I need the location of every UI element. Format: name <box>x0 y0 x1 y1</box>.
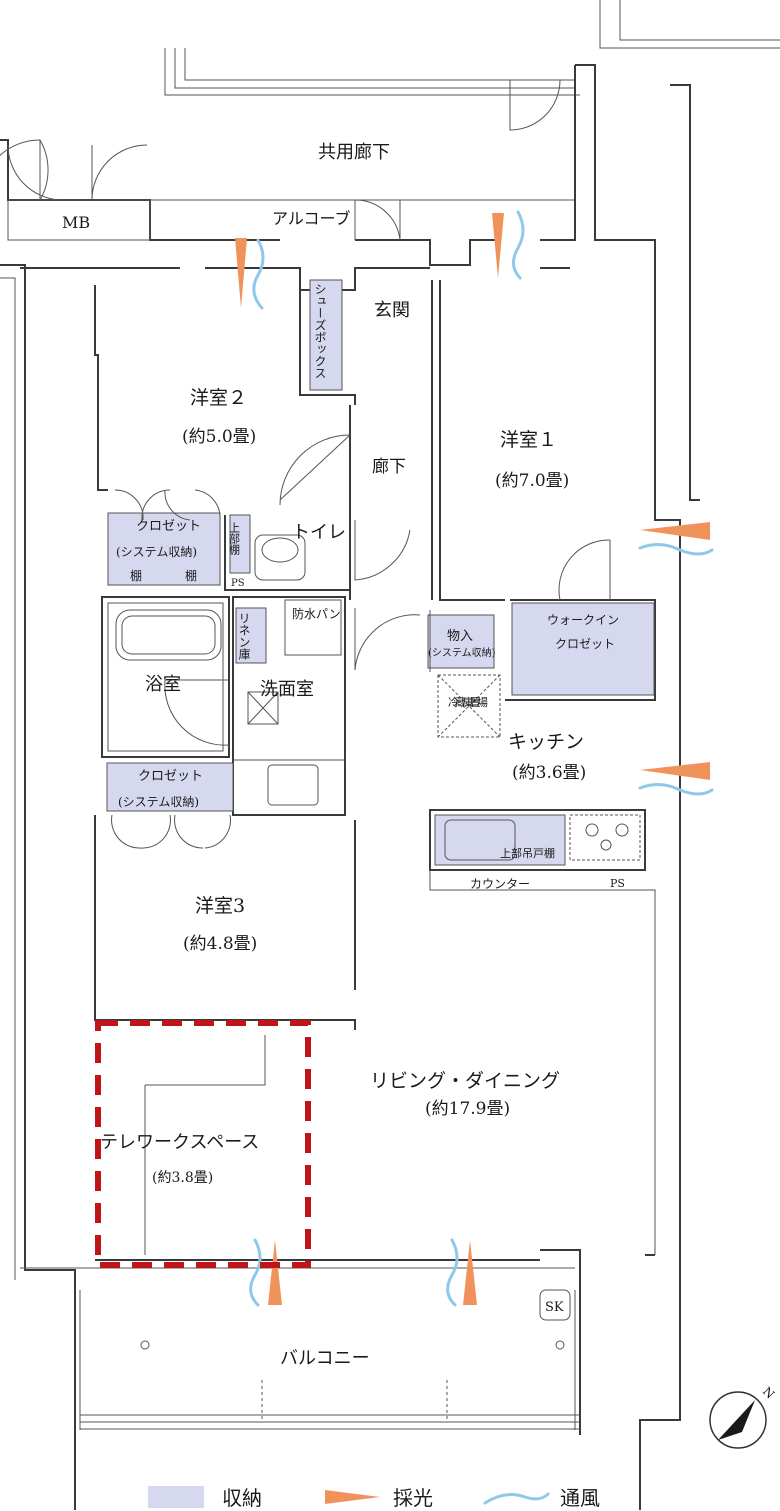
legend-ventilation-icon <box>483 1492 550 1505</box>
legend-light-icon <box>325 1490 380 1504</box>
legend-ventilation-label: 通風 <box>560 1486 600 1510</box>
label-western1: 洋室１ <box>500 429 557 451</box>
label-shoebox: シューズボックス <box>313 283 327 379</box>
label-upper-cabinet: 上部吊戸棚 <box>500 846 555 860</box>
label-waterproof-pan: 防水パン <box>292 606 341 621</box>
legend-storage-label: 収納 <box>222 1486 262 1510</box>
legend-storage-swatch <box>148 1486 204 1508</box>
label-toilet: トイレ <box>292 522 346 543</box>
doors <box>0 79 611 849</box>
label-closet2: クロゼット <box>136 519 201 534</box>
label-kitchen: キッチン <box>508 731 584 753</box>
label-ps2: PS <box>610 877 625 890</box>
label-counter: カウンター <box>470 877 530 891</box>
label-storage-sub: (システム収納) <box>428 646 496 659</box>
label-linen: リネン庫 <box>237 612 251 661</box>
label-hallway: 廊下 <box>372 457 406 477</box>
compass: N <box>709 1384 777 1449</box>
label-closet2-shelf-b: 棚 <box>185 568 197 583</box>
compass-needle-icon <box>718 1400 755 1440</box>
room-labels: 共用廊下 MB アルコーブ 玄関 シューズボックス 洋室２ (約5.0畳) 洋室… <box>62 142 625 1369</box>
label-living-size: (約17.9畳) <box>425 1099 510 1119</box>
label-closet2-sub: (システム収納) <box>116 545 197 559</box>
label-western3-size: (約4.8畳) <box>183 934 257 954</box>
label-alcove: アルコーブ <box>272 209 351 228</box>
label-washroom: 洗面室 <box>260 679 314 700</box>
label-telework-size: (約3.8畳) <box>152 1170 213 1186</box>
fixtures <box>115 534 641 1350</box>
label-telework: テレワークスペース <box>100 1132 259 1153</box>
label-fridge: 冷蔵庫置場 <box>448 695 488 709</box>
label-closet3: クロゼット <box>138 769 203 784</box>
label-kitchen-size: (約3.6畳) <box>512 763 586 783</box>
label-walkin: ウォークイン <box>547 613 619 627</box>
storage-areas <box>106 279 655 866</box>
label-balcony: バルコニー <box>280 1348 370 1369</box>
label-storage: 物入 <box>447 629 473 644</box>
label-corridor-shared: 共用廊下 <box>318 142 390 163</box>
ventilation-indicators <box>249 210 714 1307</box>
label-western2-size: (約5.0畳) <box>182 427 256 447</box>
label-closet2-shelf-a: 棚 <box>130 568 142 583</box>
label-western3: 洋室3 <box>195 895 245 917</box>
label-western1-size: (約7.0畳) <box>495 471 569 491</box>
label-bathroom: 浴室 <box>145 674 181 695</box>
label-ps1: PS <box>231 578 245 589</box>
label-closet3-sub: (システム収納) <box>118 795 199 809</box>
compass-ring <box>709 1391 767 1449</box>
label-sk: SK <box>545 1300 564 1315</box>
telework-outline <box>95 1020 311 1268</box>
label-genkan: 玄関 <box>374 300 410 321</box>
compass-north-label: N <box>760 1384 777 1401</box>
label-western2: 洋室２ <box>190 387 247 409</box>
label-upper-shelf: 上部棚 <box>228 522 241 556</box>
light-indicators <box>235 213 710 1305</box>
legend: 収納 採光 通風 <box>148 1486 600 1510</box>
legend-light-label: 採光 <box>393 1486 433 1510</box>
label-living: リビング・ダイニング <box>370 1070 560 1092</box>
label-mb: MB <box>62 213 90 232</box>
label-walkin-sub: クロゼット <box>555 637 615 651</box>
